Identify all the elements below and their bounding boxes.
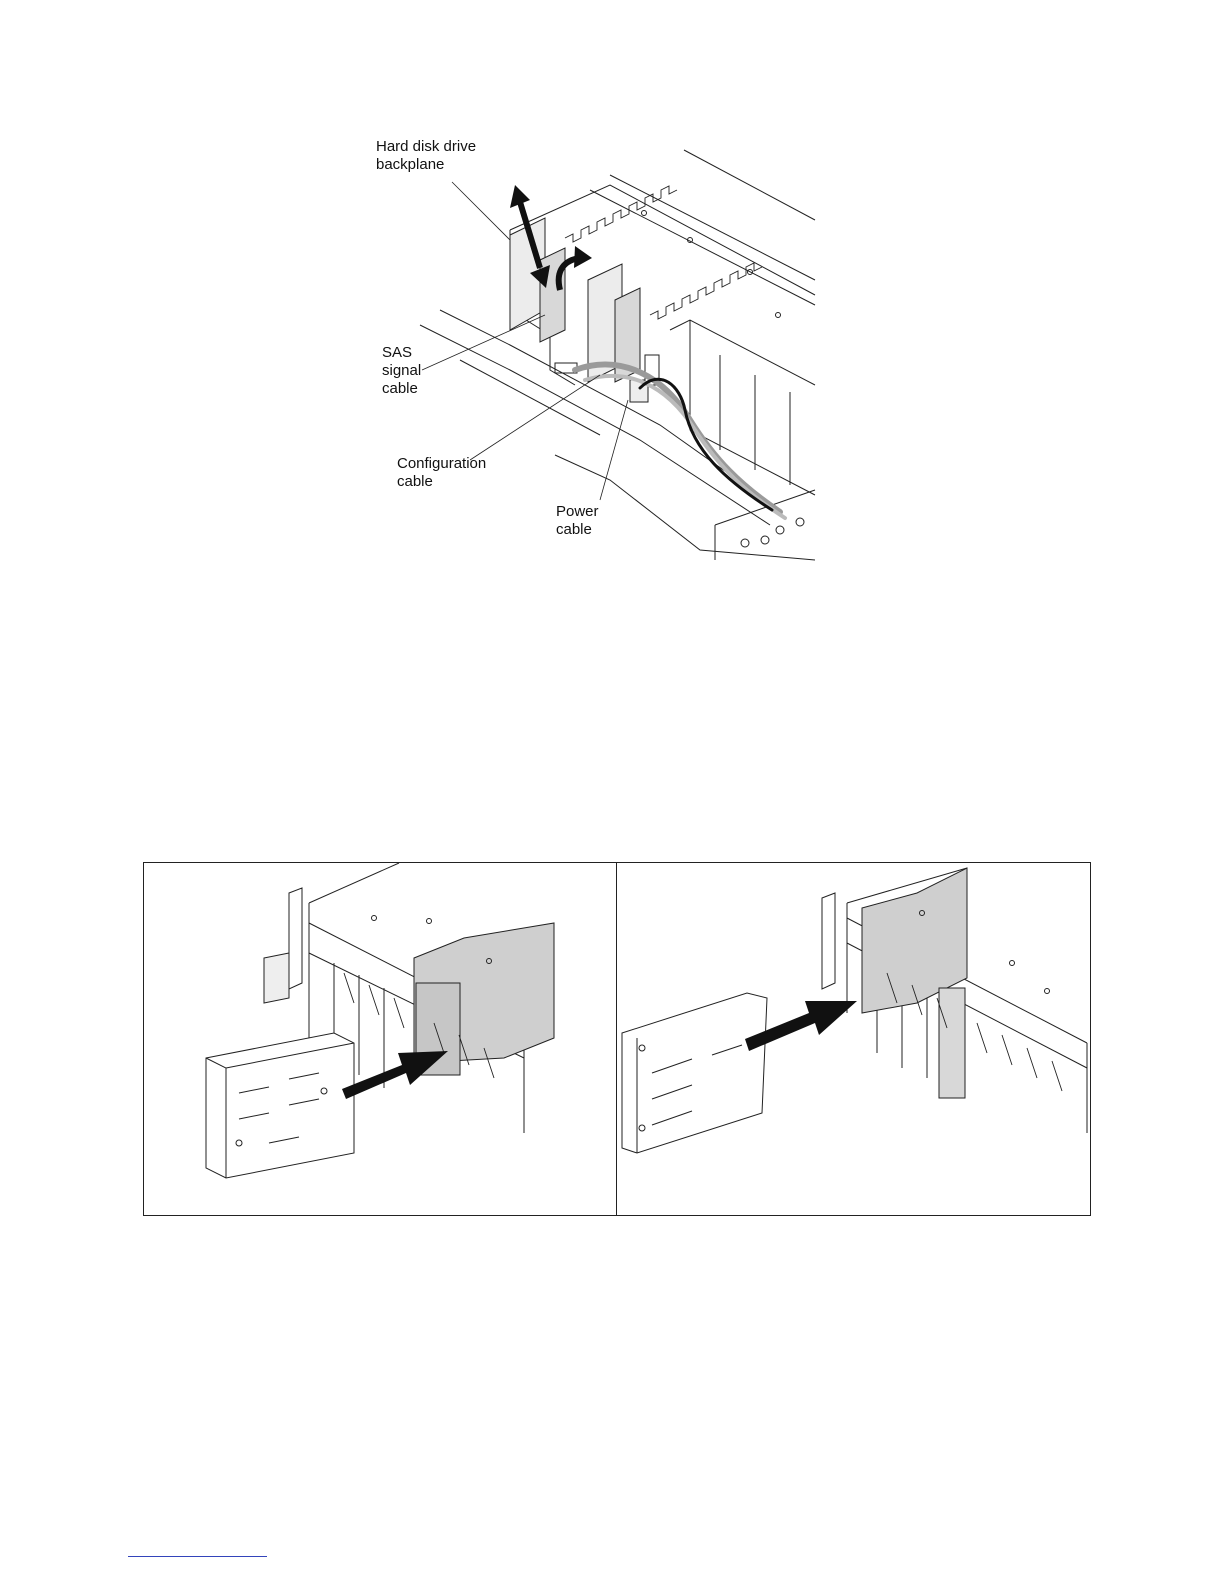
- backplane-install-panels: [143, 862, 1091, 1216]
- backplane-removal-figure: Hard disk drive backplane SAS signal cab…: [360, 130, 820, 570]
- label-configuration-cable: Configuration cable: [397, 455, 486, 491]
- label-hard-disk-drive-backplane: Hard disk drive backplane: [376, 138, 476, 174]
- right-panel-illustration: [617, 863, 1089, 1215]
- label-sas-signal-cable: SAS signal cable: [382, 344, 421, 398]
- footer-rule: [128, 1556, 267, 1557]
- label-power-cable: Power cable: [556, 503, 599, 539]
- left-panel-illustration: [144, 863, 616, 1215]
